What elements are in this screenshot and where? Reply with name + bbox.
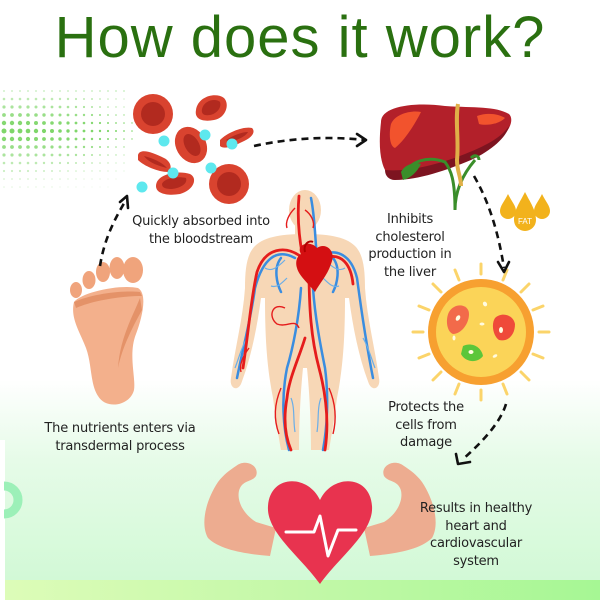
arrowhead-2 [355,132,368,148]
foot-icon [70,257,144,405]
arrowhead-1 [118,194,130,210]
decorative-ring [3,481,23,519]
arrow-cell-to-heart [461,403,508,461]
caption-heart: Results in healthy heart and cardiovascu… [419,501,533,569]
caption-cells: Protects the cells from damage [388,400,464,450]
page-title: How does it work? [54,5,546,70]
cell-icon [411,262,551,402]
blood-cells-icon [133,94,254,204]
arrow-blood-to-liver [253,136,365,148]
caption-liver: Inhibits cholesterol production in the l… [368,212,452,280]
strong-heart-icon [204,462,436,584]
fat-label: FAT [518,217,532,226]
halftone-dots-decoration [1,90,133,188]
caption-skin: The nutrients enters via transdermal pro… [44,421,196,454]
left-edge-strip [0,440,5,600]
caption-blood: Quickly absorbed into the bloodstream [132,214,270,247]
bottom-green-band [4,580,600,600]
arrow-foot-to-blood [98,199,128,267]
arrow-liver-to-cell [472,175,506,269]
liver-icon [379,103,512,211]
arrowhead-3 [496,260,511,274]
arrowhead-4 [454,452,472,466]
fat-drops-icon: FAT [500,192,550,231]
circulatory-system-body [230,190,380,452]
